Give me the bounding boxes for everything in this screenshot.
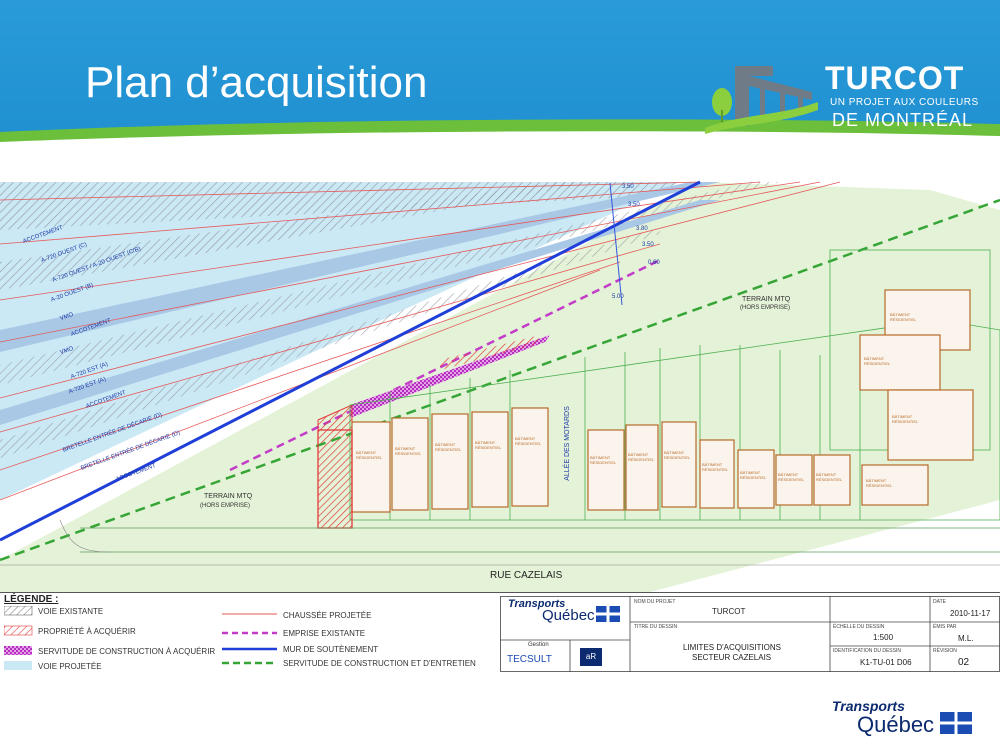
building-label: BÂTIMENT RÉSIDENTIEL — [864, 356, 891, 366]
gestion-label: Gestion — [528, 642, 549, 648]
echelle: 1:500 — [873, 633, 894, 642]
building-label: BÂTIMENT RÉSIDENTIEL — [515, 436, 542, 446]
building-label: BÂTIMENT RÉSIDENTIEL — [475, 440, 502, 450]
ident-label: IDENTIFICATION DU DESSIN — [833, 648, 901, 654]
legend-item: MUR DE SOUTÈNEMENT — [283, 645, 379, 654]
building-label: BÂTIMENT RÉSIDENTIEL — [702, 462, 729, 472]
residential-buildings — [351, 289, 974, 513]
building-label: BÂTIMENT RÉSIDENTIEL — [740, 470, 767, 480]
dimension-label: 0.60 — [648, 260, 660, 266]
building-label: BÂTIMENT RÉSIDENTIEL — [356, 450, 383, 460]
ident: K1-TU-01 D06 — [860, 658, 912, 667]
dimension-label: 3.50 — [628, 202, 640, 208]
acquisition-plan-map — [0, 178, 1000, 592]
legend-item: SERVITUDE DE CONSTRUCTION ET D'ENTRETIEN — [283, 659, 476, 668]
revision-label: RÉVISION — [933, 648, 957, 654]
turcot-logo-icon — [705, 66, 818, 134]
street-label: RUE CAZELAIS — [490, 570, 563, 581]
legend-item: SERVITUDE DE CONSTRUCTION À ACQUÉRIR — [38, 647, 216, 656]
date-label: DATE — [933, 599, 946, 605]
dimension-label: 3.50 — [642, 242, 654, 248]
footer-quebec-flag-icon — [940, 712, 972, 734]
servitude-line — [0, 198, 1000, 562]
emis-label: ÉMIS PAR — [933, 624, 957, 630]
footer-agency: Transports — [832, 698, 905, 714]
nom-projet-label: NOM DU PROJET — [634, 599, 676, 605]
building-label: BÂTIMENT RÉSIDENTIEL — [816, 472, 843, 482]
building-label: BÂTIMENT RÉSIDENTIEL — [435, 442, 462, 452]
building-label: BÂTIMENT RÉSIDENTIEL — [628, 452, 655, 462]
dimension-label: 3.50 — [622, 184, 634, 190]
page-title: Plan d’acquisition — [85, 58, 428, 107]
terrain-label: TERRAIN MTQ — [204, 493, 253, 500]
building-label: BÂTIMENT RÉSIDENTIEL — [866, 478, 893, 488]
terrain-label: TERRAIN MTQ — [742, 296, 791, 303]
titre-line1: LIMITES D'ACQUISITIONS — [683, 643, 781, 652]
footer-agency-2: Québec — [857, 712, 935, 737]
firm-name: TECSULT — [507, 654, 552, 665]
legend-swatches-right — [222, 613, 277, 665]
building-label: BÂTIMENT RÉSIDENTIEL — [892, 414, 919, 424]
revision: 02 — [958, 657, 970, 668]
building-label: BÂTIMENT RÉSIDENTIEL — [590, 455, 617, 465]
building-label: BÂTIMENT RÉSIDENTIEL — [890, 312, 917, 322]
legend-item: PROPRIÉTÉ À ACQUÉRIR — [38, 627, 136, 636]
emis: M.L. — [958, 634, 974, 643]
firm-logo: aR — [580, 648, 602, 666]
logo-name: TURCOT — [825, 60, 965, 96]
titre-label: TITRE DU DESSIN — [634, 624, 678, 630]
building-label: BÂTIMENT RÉSIDENTIEL — [778, 472, 805, 482]
dimension-label: 5.00 — [612, 294, 624, 300]
terrain-sub: (HORS EMPRISE) — [200, 503, 251, 509]
legend-title: LÉGENDE : — [4, 594, 59, 605]
dimension-label: 3.80 — [636, 226, 648, 232]
date: 2010-11-17 — [950, 609, 991, 618]
retaining-wall-line — [0, 180, 701, 542]
titre-line2: SECTEUR CAZELAIS — [692, 653, 772, 662]
header-swoosh — [0, 119, 1000, 170]
legend-item: CHAUSSÉE PROJETÉE — [283, 611, 372, 620]
agency-name: Transports — [508, 598, 566, 610]
terrain-sub: (HORS EMPRISE) — [740, 305, 791, 311]
highway-lanes — [0, 182, 680, 500]
legend-item: VOIE PROJETÉE — [38, 662, 102, 671]
logo-line2: DE MONTRÉAL — [832, 110, 974, 130]
legend-item: VOIE EXISTANTE — [38, 607, 104, 616]
quebec-flag-icon — [596, 606, 620, 622]
agency-name-2: Québec — [542, 607, 595, 624]
echelle-label: ÉCHELLE DU DESSIN — [833, 624, 885, 630]
legend-swatches-left — [4, 606, 33, 670]
logo-line1: UN PROJET AUX COULEURS — [830, 97, 979, 108]
allee-label: ALLÉE DES MOTARDS — [563, 406, 571, 481]
title-block-grid — [500, 596, 1000, 672]
legend-panel — [0, 592, 1000, 675]
building-label: BÂTIMENT RÉSIDENTIEL — [664, 450, 691, 460]
legend-item: EMPRISE EXISTANTE — [283, 629, 366, 638]
building-label: BÂTIMENT RÉSIDENTIEL — [395, 446, 422, 456]
property-to-acquire — [317, 404, 353, 529]
nom-projet: TURCOT — [712, 607, 746, 616]
